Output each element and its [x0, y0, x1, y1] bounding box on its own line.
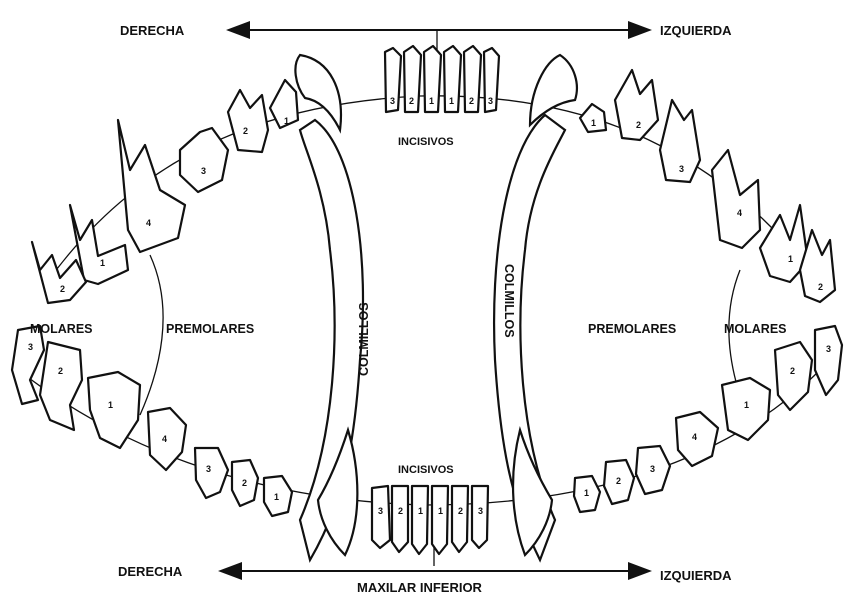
- right-premolars-label: PREMOLARES: [588, 322, 676, 336]
- left-premolars-label: PREMOLARES: [166, 322, 254, 336]
- tooth-number: 1: [584, 488, 589, 498]
- tooth-number: 3: [650, 464, 655, 474]
- left-molars-label: MOLARES: [30, 322, 93, 336]
- tooth-number: 3: [206, 464, 211, 474]
- maxilar-inferior-label: MAXILAR INFERIOR: [357, 580, 483, 595]
- left-arrowhead-icon: [226, 21, 250, 39]
- upper-left-side-teeth: 1 2 3 4 1 2: [580, 70, 835, 302]
- lower-left-side-teeth: 1 2 3 4 1 2 3: [574, 326, 842, 512]
- tooth-number: 2: [58, 366, 63, 376]
- tooth-number: 2: [409, 96, 414, 106]
- left-arrowhead-icon: [218, 562, 242, 580]
- tooth-number: 3: [478, 506, 483, 516]
- tooth-number: 1: [418, 506, 423, 516]
- tooth-number: 3: [28, 342, 33, 352]
- tooth-number: 2: [818, 282, 823, 292]
- right-arrowhead-icon: [628, 21, 652, 39]
- tooth-number: 1: [744, 400, 749, 410]
- right-molars-label: MOLARES: [724, 322, 787, 336]
- left-canines-label: COLMILLOS: [357, 302, 371, 376]
- tooth-number: 2: [60, 284, 65, 294]
- tooth-number: 1: [429, 96, 434, 106]
- tooth-number: 2: [398, 506, 403, 516]
- tooth-number: 1: [438, 506, 443, 516]
- right-canines-label: COLMILLOS: [502, 264, 516, 338]
- tooth-number: 1: [788, 254, 793, 264]
- lower-incisors-label: INCISIVOS: [398, 464, 454, 476]
- tooth-number: 1: [284, 116, 289, 126]
- tooth-number: 3: [826, 344, 831, 354]
- tooth-number: 1: [100, 258, 105, 268]
- bottom-derecha-label: DERECHA: [118, 564, 183, 579]
- tooth-number: 4: [146, 218, 151, 228]
- tooth-number: 3: [679, 164, 684, 174]
- tooth-number: 3: [201, 166, 206, 176]
- tooth-number: 4: [692, 432, 697, 442]
- tooth-number: 1: [274, 492, 279, 502]
- tooth-number: 2: [790, 366, 795, 376]
- top-derecha-label: DERECHA: [120, 23, 185, 38]
- tooth-number: 2: [469, 96, 474, 106]
- bottom-izquierda-label: IZQUIERDA: [660, 568, 732, 583]
- tooth-number: 2: [636, 120, 641, 130]
- upper-right-canine: [530, 55, 577, 125]
- upper-right-side-teeth: 1 2 3 4 1 2: [32, 80, 298, 303]
- tooth-number: 1: [591, 118, 596, 128]
- lower-right-side-teeth: 3 2 1 4 3 2 1: [12, 326, 292, 516]
- tooth-number: 2: [242, 478, 247, 488]
- tooth-number: 3: [378, 506, 383, 516]
- tooth-number: 2: [243, 126, 248, 136]
- tooth-number: 2: [458, 506, 463, 516]
- canine-teeth: [295, 55, 576, 560]
- upper-incisors: 3 2 1 1 2 3: [385, 46, 499, 112]
- tooth-number: 1: [449, 96, 454, 106]
- tooth-number: 4: [737, 208, 742, 218]
- upper-left-canine: [295, 55, 341, 130]
- tooth-number: 4: [162, 434, 167, 444]
- tooth-number: 3: [488, 96, 493, 106]
- tooth-number: 2: [616, 476, 621, 486]
- tooth-number: 1: [108, 400, 113, 410]
- lower-incisors: 3 2 1 1 2 3: [372, 486, 488, 554]
- tooth-number: 3: [390, 96, 395, 106]
- top-izquierda-label: IZQUIERDA: [660, 23, 732, 38]
- right-arrowhead-icon: [628, 562, 652, 580]
- upper-incisors-label: INCISIVOS: [398, 136, 454, 148]
